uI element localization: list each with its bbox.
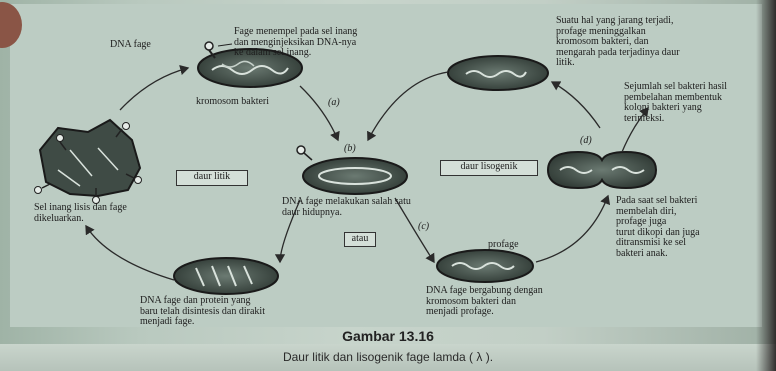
label-d: (d) xyxy=(580,136,592,147)
label-colony-desc: Sejumlah sel bakteri hasil pembelahan me… xyxy=(624,82,727,124)
label-lysis-desc: Sel inang lisis dan fage dikeluarkan. xyxy=(34,203,127,224)
cell-center xyxy=(303,158,407,194)
cell-lysed xyxy=(40,120,140,196)
label-kromosom: kromosom bakteri xyxy=(196,97,269,108)
cell-synthesis xyxy=(174,258,278,294)
label-center-desc: DNA fage melakukan salah satu daur hidup… xyxy=(282,197,411,218)
label-dna-fage: DNA fage xyxy=(110,40,151,51)
phage-center-icon xyxy=(297,146,312,160)
label-combine-desc: DNA fage bergabung dengan kromosom bakte… xyxy=(426,286,543,318)
label-daur-litik: daur litik xyxy=(176,170,248,186)
figure-title: Gambar 13.16 xyxy=(0,328,776,344)
label-a: (a) xyxy=(328,98,340,109)
cell-excision xyxy=(448,56,548,90)
label-synth-desc: DNA fage dan protein yang baru telah dis… xyxy=(140,296,265,328)
label-c: (c) xyxy=(418,222,429,233)
figure-caption: Daur litik dan lisogenik fage lamda ( λ … xyxy=(0,350,776,364)
label-division-desc: Pada saat sel bakteri membelah diri, pro… xyxy=(616,196,700,259)
label-b: (b) xyxy=(344,144,356,155)
cell-prophage xyxy=(437,250,533,282)
label-atau: atau xyxy=(344,232,376,247)
label-profage: profage xyxy=(488,240,519,251)
cell-dividing xyxy=(548,152,656,188)
label-daur-lisogenik: daur lisogenik xyxy=(440,160,538,176)
label-rare-desc: Suatu hal yang jarang terjadi, profage m… xyxy=(556,16,680,69)
label-attach-desc: Fage menempel pada sel inang dan menginj… xyxy=(234,27,357,59)
